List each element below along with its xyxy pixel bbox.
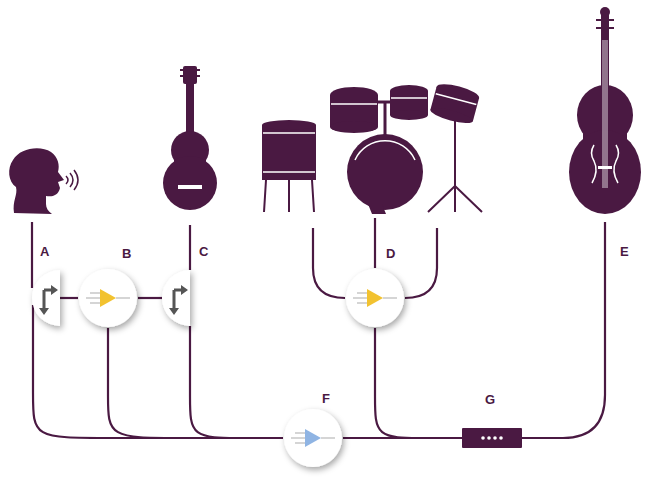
send-icon — [169, 285, 188, 315]
node-shape — [78, 268, 138, 328]
amplifier-symbol — [100, 289, 116, 307]
send-shape — [162, 270, 190, 326]
node-shape — [345, 268, 405, 328]
node-shape — [462, 428, 522, 448]
input-wire — [32, 218, 605, 438]
callout-letter: D — [386, 246, 395, 261]
amplifier-symbol — [305, 429, 321, 447]
port-dot — [481, 436, 485, 440]
send-node: C — [162, 270, 190, 326]
guitar-icon — [163, 66, 217, 210]
signal-wire — [33, 305, 283, 438]
node-shape — [32, 270, 60, 326]
bus-circle — [284, 409, 342, 467]
bus-node: F — [283, 408, 343, 468]
node-shape — [283, 408, 343, 468]
drum-kit-icon — [262, 81, 482, 214]
signal-wire — [60, 297, 78, 299]
callout-letter: B — [122, 246, 131, 261]
send-icon — [44, 290, 51, 310]
callout-letter: C — [199, 244, 208, 259]
bus-circle — [79, 269, 137, 327]
bus-node: B — [78, 268, 138, 328]
output-box — [462, 428, 522, 448]
port-dot — [493, 436, 497, 440]
singer-icon — [9, 148, 78, 214]
send-node: A — [32, 270, 60, 326]
signal-wire — [108, 328, 283, 438]
output-node: G — [462, 428, 522, 448]
signal-wire — [190, 326, 283, 438]
callout-letter: A — [40, 244, 49, 259]
bus-circle — [346, 269, 404, 327]
send-icon — [174, 290, 181, 310]
double-bass-icon — [569, 7, 641, 214]
port-dot — [499, 436, 503, 440]
port-dot — [487, 436, 491, 440]
node-shape — [162, 270, 190, 326]
callout-letter: F — [322, 391, 330, 406]
amplifier-symbol — [367, 289, 383, 307]
send-shape — [32, 270, 60, 326]
signal-wire — [375, 328, 462, 438]
send-icon — [39, 285, 58, 315]
callout-letter: E — [620, 244, 629, 259]
signal-wire — [138, 297, 162, 299]
callout-letter: G — [485, 392, 495, 407]
bus-node: D — [345, 268, 405, 328]
signal-wire — [343, 437, 462, 439]
